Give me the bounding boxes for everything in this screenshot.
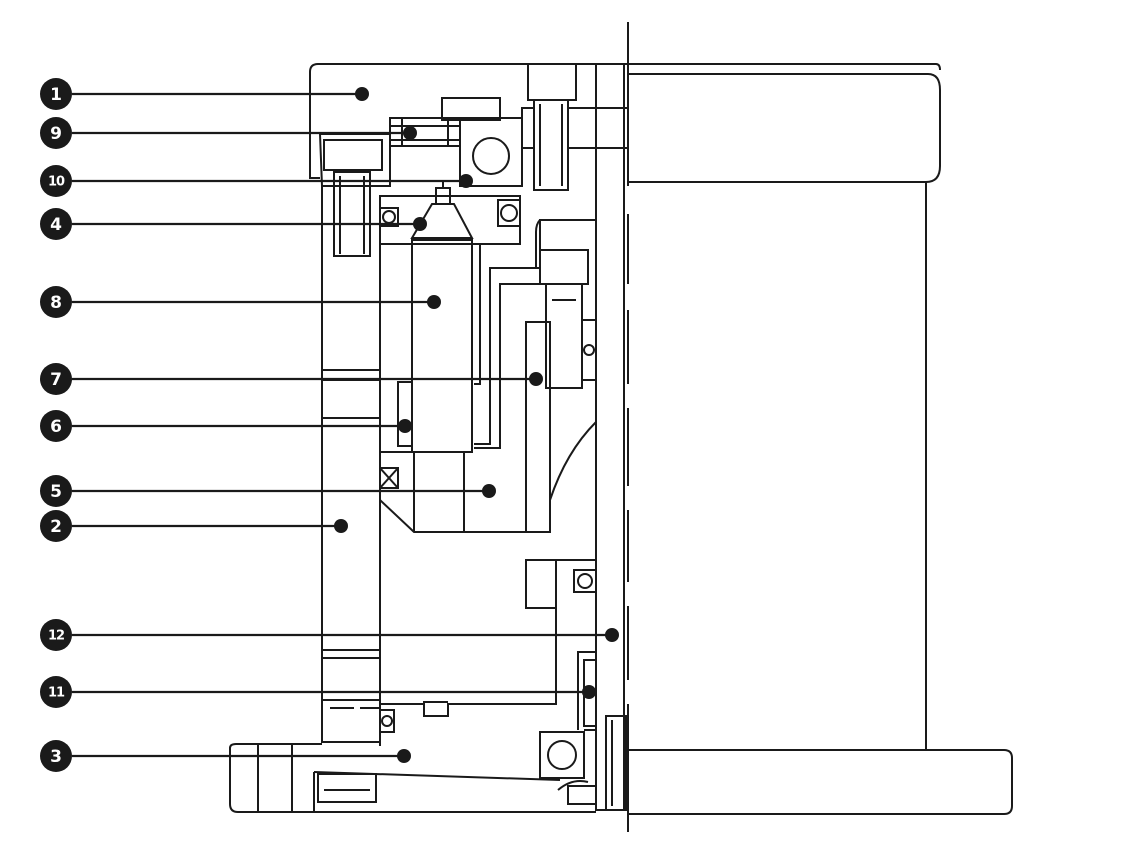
lock-block: [380, 559, 597, 717]
callout-3: 3: [40, 740, 411, 772]
callout-1: 1: [40, 78, 369, 110]
callout-10: 10: [40, 165, 473, 197]
top-plate: [309, 63, 941, 179]
callout-5-number: 5: [50, 482, 62, 502]
callout-9: 9: [40, 117, 417, 149]
callout-1-badge: [40, 78, 72, 110]
callout-11-number: 11: [48, 686, 65, 701]
core-block: [411, 199, 521, 453]
guide-rod: [389, 117, 523, 187]
nozzle: [410, 182, 474, 239]
callout-8: 8: [40, 286, 441, 318]
slide-plate: [595, 63, 625, 811]
callout-10-number: 10: [48, 175, 65, 190]
callout-5: 5: [40, 475, 496, 507]
right-plate: [627, 73, 1013, 815]
cylinder-right: [539, 249, 597, 389]
ejector-rod: [380, 381, 413, 453]
callout-4-number: 4: [50, 215, 62, 235]
callout-6-number: 6: [50, 417, 62, 437]
callout-12-number: 12: [48, 629, 64, 644]
callout-12: 12: [40, 619, 619, 651]
callout-1-number: 1: [50, 85, 62, 105]
callout-3-number: 3: [50, 747, 62, 767]
callout-7: 7: [40, 363, 543, 395]
callout-2: 2: [40, 510, 348, 542]
callout-1-dot: [355, 87, 369, 101]
runner-channel: [474, 219, 596, 449]
callout-2-number: 2: [50, 517, 62, 537]
guide-pin-top: [521, 99, 629, 191]
callout-9-number: 9: [50, 124, 62, 144]
callout-11: 11: [40, 676, 596, 708]
callout-7-number: 7: [50, 370, 62, 390]
callout-8-number: 8: [50, 293, 62, 313]
base-plate: [229, 729, 597, 813]
callout-4: 4: [40, 208, 427, 240]
callout-6: 6: [40, 410, 412, 442]
